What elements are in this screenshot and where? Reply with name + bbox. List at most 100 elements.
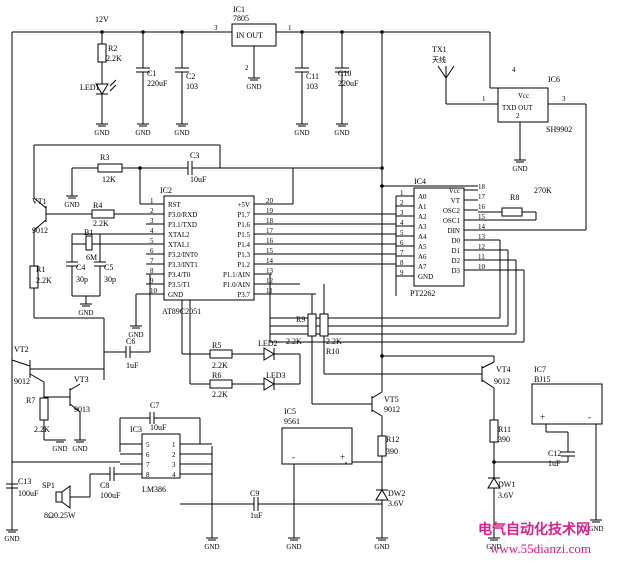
ic4-ref: IC4 — [414, 177, 426, 186]
ic2-pin-name: P3.1/TXD — [168, 221, 197, 229]
ic4-pin-name: D3 — [451, 267, 460, 275]
ic2-pin-name: P1.3 — [237, 251, 250, 259]
ic4-pin-number: 10 — [478, 263, 486, 271]
r4-value: 2.2K — [93, 219, 109, 228]
c8-value: 100uF — [100, 491, 121, 500]
ground-icon: GND — [64, 195, 80, 209]
ground-icon: GND — [174, 123, 190, 137]
gnd-label: GND — [374, 543, 389, 551]
c9-ref: C9 — [250, 489, 259, 498]
r5-ref: R5 — [212, 341, 221, 350]
ic2-pin-name: P3.3/INT1 — [168, 261, 198, 269]
ic4-part: PT2262 — [410, 289, 435, 298]
r9-value: 2.2K — [286, 337, 302, 346]
ground-icon: GND — [588, 519, 604, 533]
gnd-label: GND — [135, 129, 150, 137]
gnd-label: GND — [204, 543, 219, 551]
ic2-pin-name: P1.1/AIN — [223, 271, 250, 279]
ic2-pin-name: +5V — [237, 201, 250, 209]
c11-ref: C11 — [306, 72, 319, 81]
ground-icon: GND — [334, 123, 350, 137]
ic4-pin-number: 9 — [400, 269, 404, 277]
ic2-pin-name: XTAL2 — [168, 231, 190, 239]
ic6-part: SH9902 — [546, 125, 572, 134]
ic4-pin-number: 13 — [478, 233, 486, 241]
c6-capacitor: C6 1uF — [104, 273, 164, 370]
ground-icon: GND — [294, 123, 310, 137]
ic4-pin-number: 6 — [400, 239, 404, 247]
dw1-ref: DW1 — [498, 480, 515, 489]
led1-ref: LED1 — [80, 83, 100, 92]
ic4-pin-name: A3 — [418, 223, 427, 231]
r8-ref: R8 — [510, 193, 519, 202]
ic3-pin-number: 5 — [146, 441, 150, 449]
r7-ref: R7 — [26, 396, 35, 405]
ic4-pin-name: VT — [451, 197, 461, 205]
gnd-label: GND — [286, 543, 301, 551]
r7-value: 2.2K — [34, 425, 50, 434]
c12-ref: C12 — [548, 449, 561, 458]
ic4-pin-name: A7 — [418, 263, 427, 271]
ic2-pin-number: 8 — [150, 267, 154, 275]
ic4-pin-name: A2 — [418, 213, 427, 221]
dw2-ref: DW2 — [388, 489, 405, 498]
r12-value: 390 — [386, 447, 398, 456]
ic1-in-out: IN OUT — [236, 31, 263, 40]
ic3-pin-number: 6 — [146, 451, 150, 459]
ic4-pin-name: DIN — [448, 227, 460, 235]
vt3-ref: VT3 — [74, 375, 89, 384]
ic1-regulator: IC1 7805 IN OUT 3 1 2 — [214, 5, 292, 78]
vt5-value: 9012 — [384, 405, 400, 414]
ic2-pin-number: 6 — [150, 247, 154, 255]
ic7-minus: - — [588, 412, 591, 422]
ic2-pin-number: 17 — [266, 227, 274, 235]
gnd-label: GND — [246, 83, 261, 91]
ic3-pin-number: 8 — [146, 471, 150, 479]
ground-icon: GND — [78, 303, 94, 317]
ic6-inner: TXD OUT — [502, 104, 533, 112]
speaker-output: C13 100uF SP1 8Ω0.25W C8 100uF C9 1uF — [6, 467, 382, 520]
ic2-pin-name: P1.5 — [237, 231, 250, 239]
ic6-transmitter: TX1 天线 TXD OUT Vcc IC6 SH9902 4 1 3 2 — [432, 45, 587, 231]
ic2-pin-number: 18 — [266, 217, 274, 225]
r9-r10: R9 2.2K 2.2K R10 — [286, 284, 474, 405]
ic2-pin-number: 5 — [150, 237, 154, 245]
ic3-part: LM386 — [142, 485, 166, 494]
ic6-ref: IC6 — [548, 75, 560, 84]
antenna-label: 天线 — [432, 55, 446, 64]
ground-icon: GND — [128, 325, 144, 339]
ground-icon: GND — [246, 77, 262, 91]
ic4-pin-name: A0 — [418, 193, 427, 201]
c5-value: 30p — [104, 275, 116, 284]
ic4-pin-name: D0 — [451, 237, 460, 245]
c5-ref: C5 — [104, 263, 113, 272]
c2-ref: C2 — [186, 72, 195, 81]
antenna-ref: TX1 — [432, 45, 447, 54]
ic4-pin-name: Vcc — [449, 187, 460, 195]
ground-icon: GND — [486, 537, 502, 551]
ic2-pin-name: P3.4/T0 — [168, 271, 191, 279]
ic3-pin-number: 3 — [172, 461, 176, 469]
ic3-pin-number: 7 — [146, 461, 150, 469]
ic2-pin-number: 19 — [266, 207, 274, 215]
vt2-value: 9012 — [14, 377, 30, 386]
vt1-ref: VT1 — [32, 197, 47, 206]
dw2-value: 3.6V — [388, 499, 404, 508]
vt4-ref: VT4 — [496, 365, 511, 374]
c6-ref: C6 — [126, 337, 135, 346]
ic4-pin-name: A1 — [418, 203, 427, 211]
ic2-pin-name: GND — [168, 291, 183, 299]
vt1-value: 9012 — [32, 226, 48, 235]
ic2-pin-name: P3.0/RXD — [168, 211, 197, 219]
ic2-pin-number: 2 — [150, 207, 154, 215]
r11-value: 390 — [498, 435, 510, 444]
c10-ref: C10 — [338, 69, 351, 78]
vt5-ic5-branch: VT5 9012 R12 390 DW2 3.6V IC5 9561 - + — [281, 391, 405, 538]
ground-icon: GND — [512, 159, 528, 173]
ic2-pin-name: P1.2 — [237, 261, 250, 269]
ic4-right-pins: 18Vcc17VT16OSC215OSC114DIN13D012D111D210… — [443, 183, 486, 275]
vt3-value: 9013 — [74, 405, 90, 414]
ic6-vcc: Vcc — [518, 92, 529, 100]
